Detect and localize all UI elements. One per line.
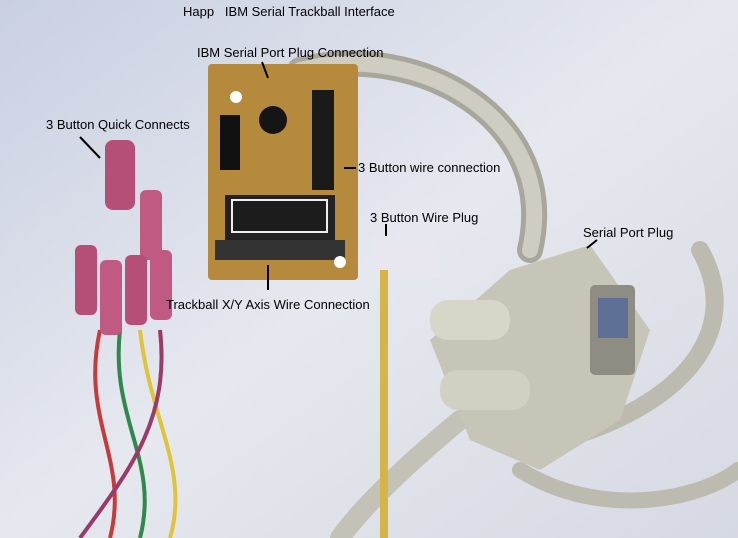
- circuit-board: [208, 64, 358, 280]
- label-wire-plug: 3 Button Wire Plug: [370, 210, 479, 225]
- label-serial-plug-connection: IBM Serial Port Plug Connection: [197, 45, 384, 60]
- image-title: Happ IBM Serial Trackball Interface: [183, 4, 395, 19]
- annotation-arrows: [79, 61, 598, 290]
- label-xy-axis: Trackball X/Y Axis Wire Connection: [166, 297, 370, 312]
- label-wire-connection: 3 Button wire connection: [358, 160, 501, 175]
- quick-connects: [75, 140, 178, 538]
- button-wire-plug: [372, 240, 440, 538]
- label-serial-port-plug: Serial Port Plug: [583, 225, 674, 240]
- serial-port-plug: [430, 245, 650, 470]
- label-quick-connects: 3 Button Quick Connects: [46, 117, 190, 132]
